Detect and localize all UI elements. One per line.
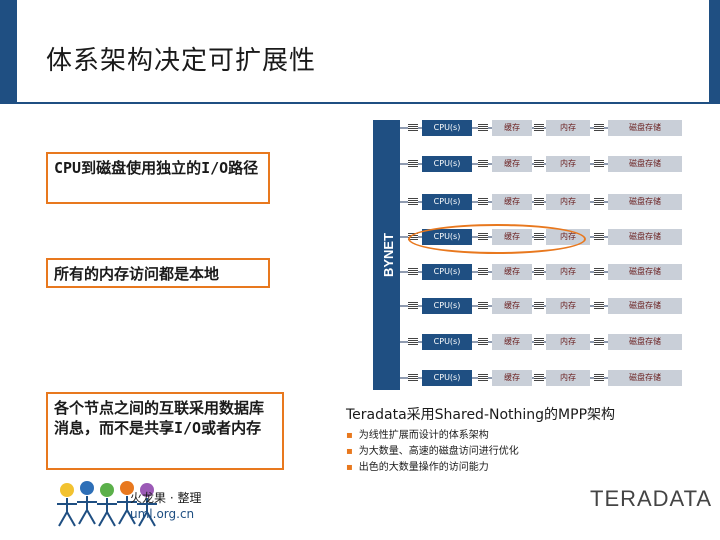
callout-interconnect: 各个节点之间的互联采用数据库消息，而不是共享I/O或者内存 (46, 392, 284, 470)
node-row: CPU(s) 缓存内存 磁盘存储 (400, 156, 700, 172)
feature-item: ▪ 为大数量、高速的磁盘访问进行优化 (346, 444, 519, 460)
connector-icon (594, 198, 604, 206)
cpu-cell: CPU(s) (422, 264, 472, 280)
node-row: CPU(s) 缓存内存 磁盘存储 (400, 298, 700, 314)
connector-icon (408, 268, 418, 276)
memory-cell: 内存 (546, 194, 590, 210)
cache-cell: 缓存 (492, 194, 532, 210)
slide-title: 体系架构决定可扩展性 (46, 46, 317, 76)
feature-item-text: 为线性扩展而设计的体系架构 (358, 430, 489, 441)
connector-icon (408, 198, 418, 206)
memory-cell: 内存 (546, 264, 590, 280)
feature-item: ▪ 出色的大数量操作的访问能力 (346, 460, 519, 476)
connector-icon (534, 338, 544, 346)
memory-cell: 内存 (546, 156, 590, 172)
logo-url[interactable]: uml.org.cn (130, 507, 195, 521)
connector-icon (534, 374, 544, 382)
bynet-bar: BYNET (373, 120, 400, 390)
disk-cell: 磁盘存储 (608, 194, 682, 210)
callout-local-memory-text: 所有的内存访问都是本地 (54, 265, 220, 283)
disk-cell: 磁盘存储 (608, 156, 682, 172)
node-row: CPU(s) 缓存内存 磁盘存储 (400, 264, 700, 280)
memory-cell: 内存 (546, 120, 590, 136)
connector-icon (408, 302, 418, 310)
title-divider (17, 102, 709, 104)
bullet-icon: ▪ (346, 446, 353, 457)
architecture-subtitle: Teradata采用Shared-Nothing的MPP架构 (346, 407, 616, 423)
disk-cell: 磁盘存储 (608, 264, 682, 280)
node-row: CPU(s) 缓存内存 磁盘存储 (400, 120, 700, 136)
connector-icon (408, 160, 418, 168)
cache-cell: 缓存 (492, 298, 532, 314)
memory-cell: 内存 (546, 334, 590, 350)
cpu-cell: CPU(s) (422, 120, 472, 136)
cache-cell: 缓存 (492, 334, 532, 350)
connector-icon (478, 374, 488, 382)
cache-cell: 缓存 (492, 156, 532, 172)
bullet-icon: ▪ (346, 462, 353, 473)
connector-icon (534, 302, 544, 310)
callout-interconnect-text: 各个节点之间的互联采用数据库消息，而不是共享I/O或者内存 (54, 399, 265, 437)
node-row: CPU(s) 缓存内存 磁盘存储 (400, 334, 700, 350)
connector-icon (478, 160, 488, 168)
node-row: CPU(s) 缓存内存 磁盘存储 (400, 370, 700, 386)
callout-independent-io: CPU到磁盘使用独立的I/O路径 (46, 152, 270, 204)
disk-cell: 磁盘存储 (608, 298, 682, 314)
cpu-cell: CPU(s) (422, 334, 472, 350)
memory-cell: 内存 (546, 370, 590, 386)
connector-icon (534, 268, 544, 276)
connector-icon (478, 268, 488, 276)
connector-icon (478, 124, 488, 132)
connector-icon (594, 160, 604, 168)
left-accent-strip (0, 0, 17, 104)
connector-icon (594, 233, 604, 241)
connector-icon (534, 198, 544, 206)
connector-icon (594, 302, 604, 310)
disk-cell: 磁盘存储 (608, 334, 682, 350)
cpu-cell: CPU(s) (422, 298, 472, 314)
feature-list: ▪ 为线性扩展而设计的体系架构 ▪ 为大数量、高速的磁盘访问进行优化 ▪ 出色的大数量… (346, 428, 519, 476)
connector-icon (478, 198, 488, 206)
connector-icon (478, 338, 488, 346)
teradata-brand-logo: TERADATA (590, 486, 713, 511)
cache-cell: 缓存 (492, 120, 532, 136)
cache-cell: 缓存 (492, 264, 532, 280)
bynet-label: BYNET (381, 232, 396, 278)
cpu-cell: CPU(s) (422, 370, 472, 386)
logo-caption: 火龙果 · 整理 (130, 491, 202, 505)
feature-item-text: 为大数量、高速的磁盘访问进行优化 (358, 446, 519, 457)
disk-cell: 磁盘存储 (608, 120, 682, 136)
cpu-cell: CPU(s) (422, 194, 472, 210)
feature-item: ▪ 为线性扩展而设计的体系架构 (346, 428, 519, 444)
connector-icon (594, 124, 604, 132)
connector-icon (408, 338, 418, 346)
callout-independent-io-text: CPU到磁盘使用独立的I/O路径 (54, 159, 259, 177)
connector-icon (534, 160, 544, 168)
connector-icon (534, 124, 544, 132)
bullet-icon: ▪ (346, 430, 353, 441)
memory-cell: 内存 (546, 298, 590, 314)
connector-icon (478, 302, 488, 310)
cpu-cell: CPU(s) (422, 156, 472, 172)
disk-cell: 磁盘存储 (608, 370, 682, 386)
disk-cell: 磁盘存储 (608, 229, 682, 245)
callout-local-memory: 所有的内存访问都是本地 (46, 258, 270, 288)
connector-icon (408, 374, 418, 382)
connector-icon (408, 124, 418, 132)
highlight-ellipse (408, 224, 586, 254)
connector-icon (594, 268, 604, 276)
feature-item-text: 出色的大数量操作的访问能力 (358, 462, 489, 473)
cache-cell: 缓存 (492, 370, 532, 386)
node-row: CPU(s) 缓存内存 磁盘存储 (400, 194, 700, 210)
connector-icon (594, 338, 604, 346)
people-logo-icon (57, 481, 157, 527)
connector-icon (594, 374, 604, 382)
right-accent-strip (709, 0, 720, 104)
